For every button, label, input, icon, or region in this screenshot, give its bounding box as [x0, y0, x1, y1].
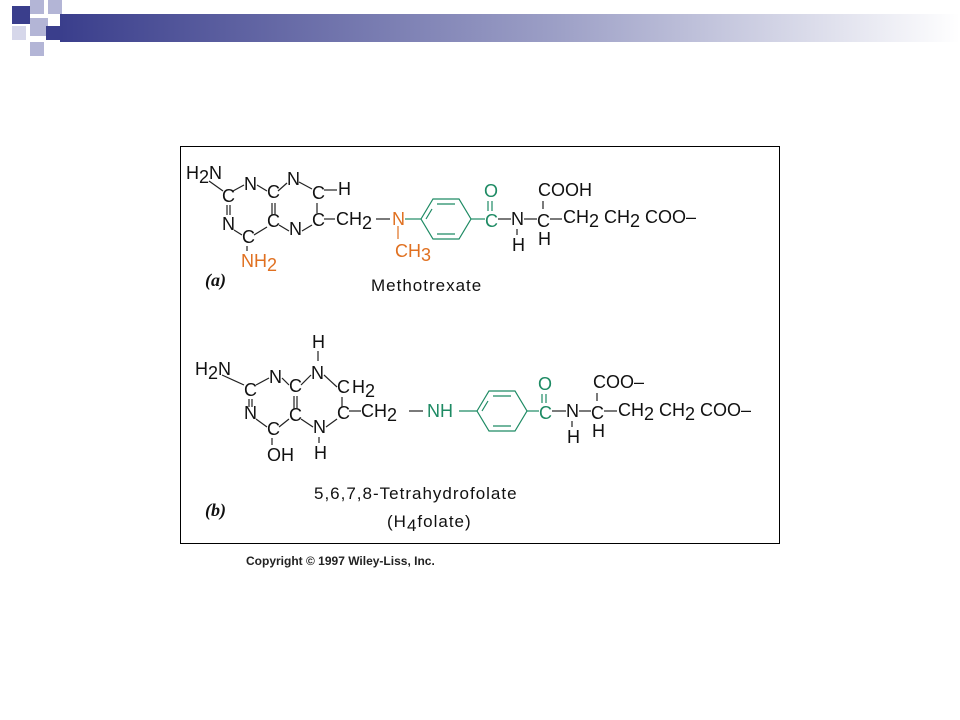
- title-gradient-bar: [60, 14, 960, 42]
- atom-label: C: [289, 405, 302, 425]
- bond: [255, 377, 270, 386]
- decor-square: [30, 18, 48, 36]
- atom-label: H: [512, 235, 525, 255]
- ch3-group: CH3: [395, 241, 431, 265]
- figure-panel: H2N C N C N C H N C N C C CH2 NH2 N CH3 …: [180, 146, 780, 544]
- atom-label: C: [591, 403, 604, 423]
- atom-label: H: [592, 421, 605, 441]
- title-bar-decoration: [12, 0, 960, 56]
- decor-square: [12, 26, 26, 40]
- decor-square: [46, 26, 60, 40]
- bond: [278, 224, 290, 232]
- carbonyl-o: O: [484, 181, 498, 201]
- nh-group: NH: [427, 401, 453, 421]
- compound-name-b: 5,6,7,8-Tetrahydrofolate: [314, 484, 518, 503]
- amino-group-b: H2N: [195, 359, 231, 383]
- carbonyl-c: C: [485, 211, 498, 231]
- atom-label: H: [567, 427, 580, 447]
- structure-diagram: H2N C N C N C H N C N C C CH2 NH2 N CH3 …: [186, 163, 751, 535]
- atom-label: N: [222, 214, 235, 234]
- figure-label-b: (b): [205, 500, 226, 521]
- bond: [256, 184, 268, 192]
- side-chain-b: CH2 CH2 COO–: [618, 400, 751, 424]
- bond: [300, 374, 312, 386]
- decor-square: [48, 0, 62, 14]
- bond: [208, 180, 224, 192]
- coo-group: COO–: [593, 372, 644, 392]
- benzene-ring-a: [420, 198, 472, 240]
- methotrexate-structure: H2N C N C N C H N C N C C CH2 NH2 N CH3 …: [186, 163, 696, 295]
- atom-label: N: [269, 367, 282, 387]
- compound-name-a: Methotrexate: [371, 276, 482, 295]
- bond: [253, 226, 268, 236]
- atom-label: N: [311, 363, 324, 383]
- carbonyl-c-b: C: [539, 403, 552, 423]
- atom-label: N: [244, 403, 257, 423]
- bond: [301, 224, 313, 232]
- decor-square: [30, 0, 44, 14]
- atom-label: C: [537, 211, 550, 231]
- ring-inner-bond: [425, 208, 433, 220]
- atom-label: N: [287, 169, 300, 189]
- carbonyl-o-b: O: [538, 374, 552, 394]
- amino-group-a: H2N: [186, 163, 222, 187]
- atom-label: C: [244, 380, 257, 400]
- bond: [233, 229, 243, 236]
- figure-label-a: (a): [205, 270, 226, 291]
- bond: [255, 418, 268, 428]
- atom-label: N: [313, 417, 326, 437]
- benzene-ring-b: [476, 390, 528, 432]
- atom-label: C: [267, 419, 280, 439]
- atom-label: C: [267, 211, 280, 231]
- atom-label: C: [312, 183, 325, 203]
- bond: [300, 418, 314, 428]
- copyright-notice: Copyright © 1997 Wiley-Liss, Inc.: [246, 554, 435, 568]
- decor-square: [30, 42, 44, 56]
- atom-label: H: [314, 443, 327, 463]
- atom-label: C: [267, 182, 280, 202]
- atom-label: C: [222, 186, 235, 206]
- cooh-group: COOH: [538, 180, 592, 200]
- atom-label: C: [337, 403, 350, 423]
- atom-label: N: [566, 401, 579, 421]
- atom-label: C: [242, 227, 255, 247]
- bond: [298, 181, 313, 190]
- ring-inner-bond: [481, 400, 489, 412]
- atom-label: N: [511, 209, 524, 229]
- bond: [281, 377, 290, 386]
- decor-square: [12, 6, 30, 24]
- atom-label: N: [289, 219, 302, 239]
- atom-label: H: [312, 332, 325, 352]
- bond: [323, 374, 338, 388]
- atom-label: N: [244, 174, 257, 194]
- atom-label: H: [538, 229, 551, 249]
- ch2-link: CH2: [361, 401, 397, 425]
- ch2-group: CH2: [336, 209, 372, 233]
- side-chain-a: CH2 CH2 COO–: [563, 207, 696, 231]
- compound-abbrev-b: (H4folate): [387, 512, 472, 535]
- oh-group: OH: [267, 445, 294, 465]
- atom-label: H: [338, 179, 351, 199]
- bond: [277, 182, 288, 192]
- bond: [325, 418, 338, 428]
- n-methyl: N: [392, 209, 405, 229]
- bond: [278, 418, 290, 428]
- bond: [221, 374, 245, 386]
- atom-label: C: [312, 210, 325, 230]
- atom-label: C: [289, 376, 302, 396]
- bond: [232, 184, 245, 192]
- nh2-group: NH2: [241, 251, 277, 275]
